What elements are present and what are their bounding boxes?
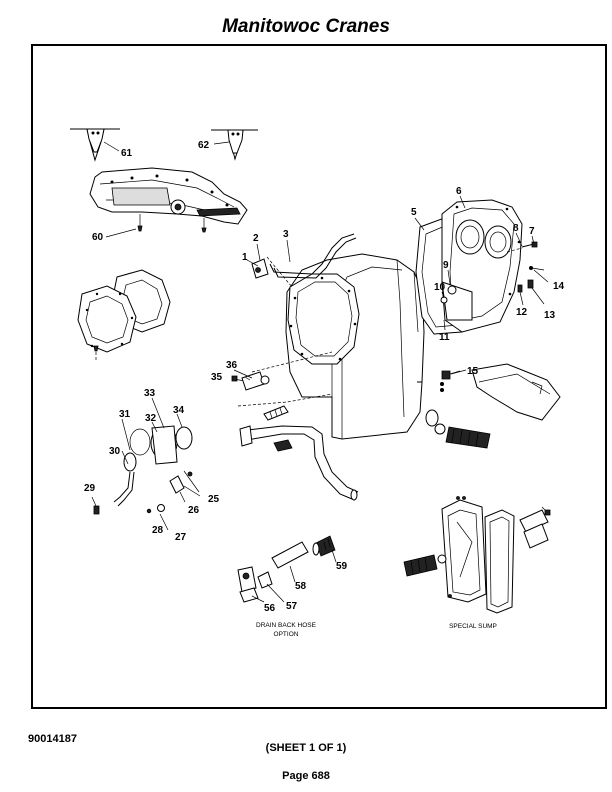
callout-14: 14 (553, 281, 565, 292)
callout-62: 62 (198, 140, 210, 151)
callout-10: 10 (434, 282, 446, 293)
callout-56: 56 (264, 603, 276, 614)
callout-9: 9 (443, 260, 449, 271)
leader-lines (91, 195, 549, 603)
callout-34: 34 (173, 405, 185, 416)
special-sump (403, 496, 551, 614)
callout-15: 15 (467, 366, 479, 377)
callout-labels: 1 2 3 5 6 7 8 9 10 11 12 13 14 15 25 26 … (84, 140, 565, 614)
captions: DRAIN BACK HOSE OPTION SPECIAL SUMP (256, 622, 497, 638)
hose-lower (239, 405, 359, 501)
drain-back-caption-line1: DRAIN BACK HOSE (256, 622, 317, 629)
callout-3: 3 (283, 229, 289, 240)
bracket-62 (211, 129, 258, 161)
rear-cover-6 (440, 199, 523, 333)
callout-13: 13 (544, 310, 556, 321)
callout-61: 61 (121, 148, 133, 159)
callout-35: 35 (211, 372, 223, 383)
special-sump-caption: SPECIAL SUMP (449, 623, 497, 630)
callout-30: 30 (109, 446, 121, 457)
bracket-61 (70, 128, 120, 162)
callout-27: 27 (175, 532, 187, 543)
document-number: 90014187 (28, 733, 77, 745)
breather-tube-3 (251, 233, 357, 279)
plug-15 (440, 370, 461, 392)
page-title: Manitowoc Cranes (222, 16, 390, 37)
exploded-parts-diagram: 1 2 3 5 6 7 8 9 10 11 12 13 14 15 25 26 … (70, 128, 565, 638)
drain-back-caption-line2: OPTION (274, 631, 299, 638)
callout-2: 2 (253, 233, 259, 244)
callout-31: 31 (119, 409, 131, 420)
callout-36: 36 (226, 360, 238, 371)
callout-1: 1 (242, 252, 248, 263)
drain-back-hose (237, 535, 336, 603)
cover-frame-60 (89, 167, 248, 238)
diagram-frame: 1 2 3 5 6 7 8 9 10 11 12 13 14 15 25 26 … (31, 44, 607, 709)
callout-57: 57 (286, 601, 298, 612)
callout-32: 32 (145, 413, 157, 424)
fitting-35-36 (231, 371, 270, 391)
pump-group (93, 425, 201, 531)
callout-26: 26 (188, 505, 200, 516)
callout-5: 5 (411, 207, 417, 218)
hose-filter-right (434, 423, 491, 449)
sump-plate-right (471, 363, 561, 421)
callout-28: 28 (152, 525, 164, 536)
bolts-12-14 (517, 266, 545, 293)
callout-29: 29 (84, 483, 96, 494)
gasket-left-pair (77, 269, 171, 362)
callout-7: 7 (529, 226, 535, 237)
page-number: Page 688 (282, 770, 330, 782)
callout-59: 59 (336, 561, 348, 572)
sheet-indicator: (SHEET 1 OF 1) (265, 742, 347, 754)
callout-33: 33 (144, 388, 156, 399)
callout-8: 8 (513, 223, 519, 234)
main-housing (237, 253, 439, 440)
callout-12: 12 (516, 307, 528, 318)
callout-58: 58 (295, 581, 307, 592)
callout-11: 11 (439, 332, 450, 343)
callout-25: 25 (208, 494, 220, 505)
bolt-7-8 (506, 241, 538, 253)
callout-60: 60 (92, 232, 104, 243)
callout-6: 6 (456, 186, 462, 197)
